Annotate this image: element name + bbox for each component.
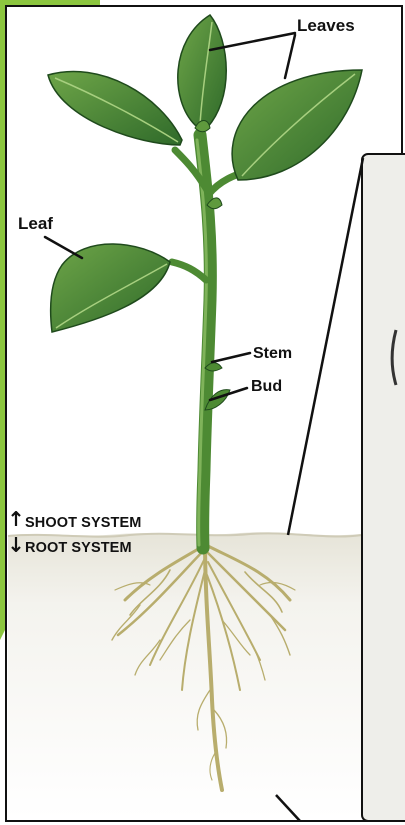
label-bud: Bud bbox=[251, 378, 282, 396]
label-root-system-row: ROOT SYSTEM bbox=[10, 536, 132, 556]
label-leaf: Leaf bbox=[18, 214, 53, 234]
label-stem: Stem bbox=[253, 345, 292, 363]
label-root-system: ROOT SYSTEM bbox=[25, 540, 132, 556]
label-shoot-system: SHOOT SYSTEM bbox=[25, 515, 141, 531]
soil-surface bbox=[8, 532, 362, 819]
up-arrow-icon bbox=[10, 511, 22, 527]
label-shoot-system-row: SHOOT SYSTEM bbox=[10, 511, 141, 531]
zoom-panel bbox=[362, 154, 405, 821]
label-leaves: Leaves bbox=[297, 16, 355, 36]
down-arrow-icon bbox=[10, 536, 22, 552]
